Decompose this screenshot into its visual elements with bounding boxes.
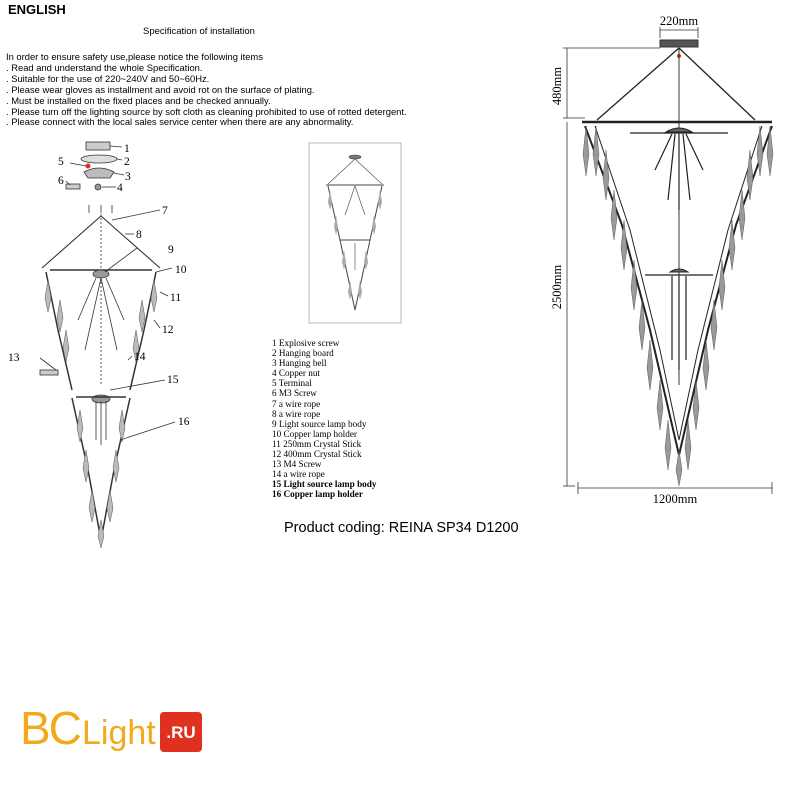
part-item: 9 Light source lamp body [272,418,367,429]
part-item: 13 M4 Screw [272,459,322,470]
callout-7: 7 [162,205,168,217]
part-item: 12 400mm Crystal Stick [272,449,362,460]
bclight-logo: BC Light .RU [20,702,202,754]
logo-text-bc: BC [20,702,81,754]
callout-5: 5 [58,156,64,168]
instruction-item: In order to ensure safety use,please not… [6,51,263,62]
logo-badge [160,712,202,752]
copper-nut-part [94,183,102,191]
callout-11: 11 [170,292,181,304]
m3-screw-part [65,183,81,190]
language-heading: ENGLISH [8,2,66,17]
part-item: 14 a wire rope [272,469,325,480]
callout-15: 15 [167,374,179,386]
hanging-board-part [80,154,118,164]
logo-text-ru: .RU [166,723,195,742]
callout-16: 16 [178,416,190,428]
part-item: 6 M3 Screw [272,388,317,399]
dimension-drawing [563,27,774,494]
part-item: 7 a wire rope [272,398,321,409]
thumbnail-diagram [308,142,402,324]
part-item: 15 Light source lamp body [272,479,377,490]
part-item: 10 Copper lamp holder [272,428,357,439]
instruction-item: . Please connect with the local sales se… [6,116,354,128]
instruction-item: . Read and understand the whole Specific… [6,61,203,73]
callout-1: 1 [124,143,130,155]
callout-13: 13 [8,352,20,364]
product-coding: Product coding: REINA SP34 D1200 [284,520,519,536]
spec-title: Specification of installation [143,26,255,37]
callout-9: 9 [168,244,174,256]
callout-2: 2 [124,156,130,168]
explosive-screw-part [85,141,111,151]
dim-suspension-height: 480mm [550,67,564,105]
part-item: 16 Copper lamp holder [272,489,363,500]
dim-body-width: 1200mm [653,492,698,506]
logo-text-light: Light [82,714,156,752]
dim-canopy-width: 220mm [660,14,698,28]
part-item: 1 Explosive screw [272,338,340,348]
callout-4: 4 [117,182,123,194]
instruction-item: . Please turn off the lighting source by… [6,105,407,117]
instruction-item: . Suitable for the use of 220~240V and 5… [6,72,210,84]
hanging-bell-part [83,167,115,179]
callout-12: 12 [162,324,174,336]
instruction-item: . Must be installed on the fixed places … [6,94,271,106]
instruction-item: . Please wear gloves as installment and … [6,83,315,95]
callout-3: 3 [125,171,131,183]
callout-14: 14 [134,351,146,363]
dim-body-height: 2500mm [550,265,564,310]
m4-screw-part [39,369,59,376]
part-item: 8 a wire rope [272,408,321,419]
callout-numbers: 1 2 3 4 5 6 7 8 9 10 11 12 13 14 15 16 [8,143,190,428]
instructions-list: In order to ensure safety use,please not… [6,51,407,128]
part-item: 11 250mm Crystal Stick [272,438,362,449]
callout-10: 10 [175,264,187,276]
exploded-diagram [39,141,176,549]
terminal-part [85,163,91,169]
parts-list: 1 Explosive screw 2 Hanging board 3 Hang… [272,338,376,500]
callout-6: 6 [58,175,64,187]
part-item: 3 Hanging bell [272,358,327,369]
part-item: 2 Hanging board [272,348,334,359]
part-item: 4 Copper nut [272,368,320,379]
part-item: 5 Terminal [272,378,312,389]
callout-8: 8 [136,229,142,241]
